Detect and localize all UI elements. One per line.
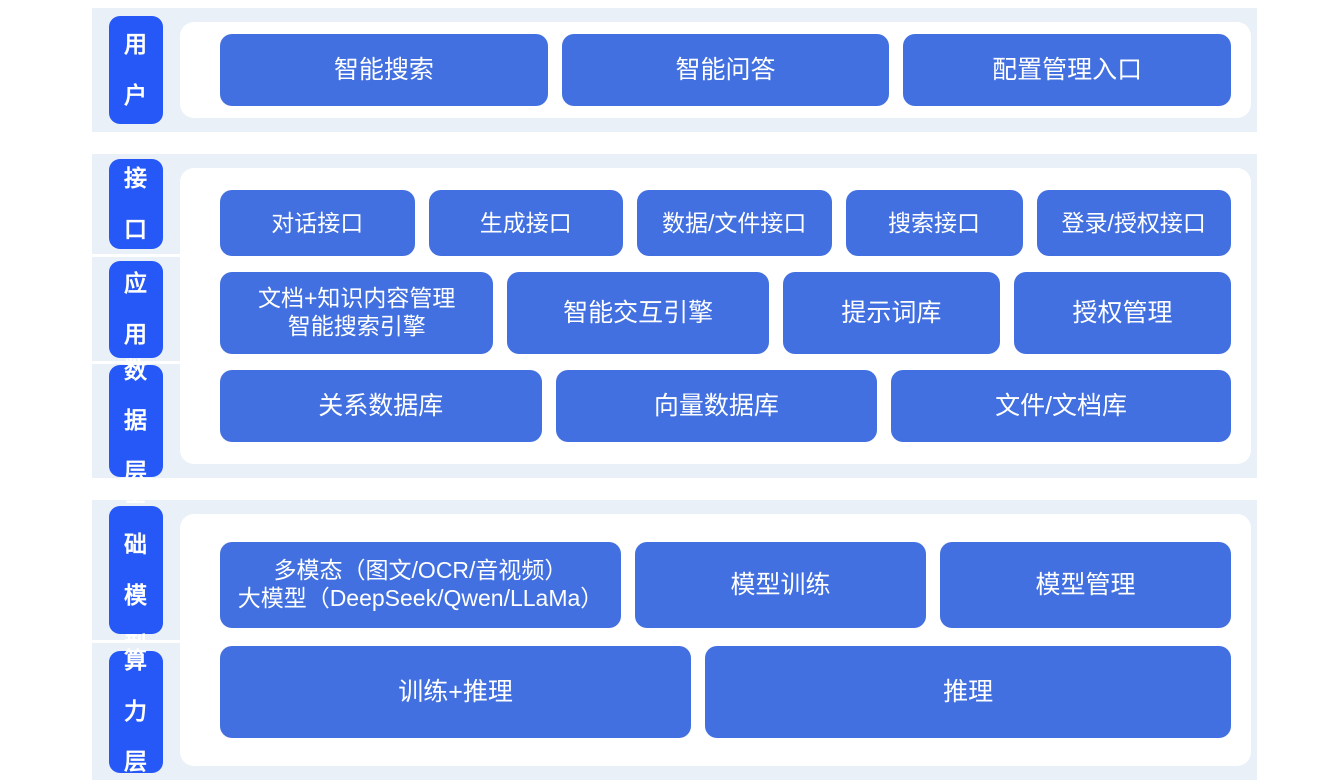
box-intelligent-interaction-engine[interactable]: 智能交互引擎 <box>507 272 769 354</box>
layer-chip-compute[interactable]: 算 力 层 <box>109 647 163 775</box>
rail-cell-api: 接 口 <box>92 154 180 254</box>
box-dialog-api[interactable]: 对话接口 <box>220 190 415 256</box>
box-login-auth-api[interactable]: 登录/授权接口 <box>1036 190 1231 256</box>
layer-chip-data-char-1: 据 <box>124 407 148 434</box>
box-search-api[interactable]: 搜索接口 <box>845 190 1023 256</box>
layer-chip-api-char-1: 口 <box>124 215 148 242</box>
rail-cell-app: 应 用 <box>92 254 180 361</box>
box-model-management[interactable]: 模型管理 <box>940 542 1231 628</box>
layer-chip-compute-char-1: 力 <box>124 697 148 724</box>
box-model-training[interactable]: 模型训练 <box>635 542 926 628</box>
rail-cell-user: 用 户 <box>92 8 180 132</box>
section-platform-rows: 对话接口 生成接口 数据/文件接口 搜索接口 登录/授权接口 文档+知识内容管理… <box>220 168 1232 464</box>
rail-platform: 接 口 应 用 数 据 层 <box>92 154 180 484</box>
row-model: 多模态（图文/OCR/音视频） 大模型（DeepSeek/Qwen/LLaMa）… <box>220 542 1231 628</box>
rail-cell-compute: 算 力 层 <box>92 640 180 780</box>
row-app: 文档+知识内容管理 智能搜索引擎 智能交互引擎 提示词库 授权管理 <box>220 272 1231 354</box>
box-doc-knowledge-and-search-engine[interactable]: 文档+知识内容管理 智能搜索引擎 <box>220 272 494 354</box>
box-generation-api[interactable]: 生成接口 <box>428 190 623 256</box>
section-user-card: 智能搜索 智能问答 配置管理入口 <box>180 22 1251 118</box>
box-vector-database[interactable]: 向量数据库 <box>555 370 878 442</box>
box-inference[interactable]: 推理 <box>705 646 1231 738</box>
row-api: 对话接口 生成接口 数据/文件接口 搜索接口 登录/授权接口 <box>220 190 1231 256</box>
layer-chip-app-char-1: 用 <box>124 320 148 347</box>
layer-chip-user-char-1: 户 <box>124 81 148 108</box>
box-file-document-store[interactable]: 文件/文档库 <box>891 370 1232 442</box>
section-foundation-rows: 多模态（图文/OCR/音视频） 大模型（DeepSeek/Qwen/LLaMa）… <box>220 514 1231 766</box>
section-user-rows: 智能搜索 智能问答 配置管理入口 <box>220 22 1232 118</box>
rail-cell-data: 数 据 层 <box>92 357 180 484</box>
section-foundation-card: 多模态（图文/OCR/音视频） 大模型（DeepSeek/Qwen/LLaMa）… <box>180 514 1251 766</box>
layer-chip-user[interactable]: 用 户 <box>109 16 163 124</box>
layer-chip-user-char-0: 用 <box>124 31 148 58</box>
box-config-management-entry[interactable]: 配置管理入口 <box>903 34 1232 106</box>
layer-chip-foundation-model[interactable]: 基 础 模 型 <box>109 481 163 658</box>
box-intelligent-qa[interactable]: 智能问答 <box>561 34 890 106</box>
layer-chip-data[interactable]: 数 据 层 <box>109 357 163 484</box>
rail-cell-model: 基 础 模 型 <box>92 481 180 658</box>
box-authorization-management[interactable]: 授权管理 <box>1013 272 1231 354</box>
box-training-plus-inference[interactable]: 训练+推理 <box>220 646 692 738</box>
row-user-entries: 智能搜索 智能问答 配置管理入口 <box>220 34 1232 106</box>
layer-chip-api-char-0: 接 <box>124 165 148 192</box>
box-data-file-api[interactable]: 数据/文件接口 <box>637 190 832 256</box>
row-compute: 训练+推理 推理 <box>220 646 1231 738</box>
layer-chip-foundation-model-char-1: 础 <box>124 531 148 558</box>
box-prompt-library[interactable]: 提示词库 <box>782 272 1000 354</box>
layer-chip-data-char-2: 层 <box>124 457 148 484</box>
section-platform-card: 对话接口 生成接口 数据/文件接口 搜索接口 登录/授权接口 文档+知识内容管理… <box>180 168 1251 464</box>
layer-chip-app[interactable]: 应 用 <box>109 260 163 358</box>
layer-chip-api[interactable]: 接 口 <box>109 159 163 249</box>
rail-foundation: 基 础 模 型 算 力 层 <box>92 481 180 780</box>
layer-chip-foundation-model-char-0: 基 <box>124 480 148 507</box>
layer-chip-data-char-0: 数 <box>124 356 148 383</box>
layer-chip-foundation-model-char-2: 模 <box>124 581 148 608</box>
rail-user: 用 户 <box>92 8 180 132</box>
layer-chip-compute-char-2: 层 <box>124 748 148 775</box>
box-intelligent-search[interactable]: 智能搜索 <box>220 34 548 106</box>
row-data: 关系数据库 向量数据库 文件/文档库 <box>220 370 1232 442</box>
layer-chip-app-char-0: 应 <box>124 270 148 297</box>
box-relational-database[interactable]: 关系数据库 <box>220 370 542 442</box>
box-multimodal-and-llm[interactable]: 多模态（图文/OCR/音视频） 大模型（DeepSeek/Qwen/LLaMa） <box>220 542 621 628</box>
layer-chip-compute-char-0: 算 <box>124 647 148 674</box>
